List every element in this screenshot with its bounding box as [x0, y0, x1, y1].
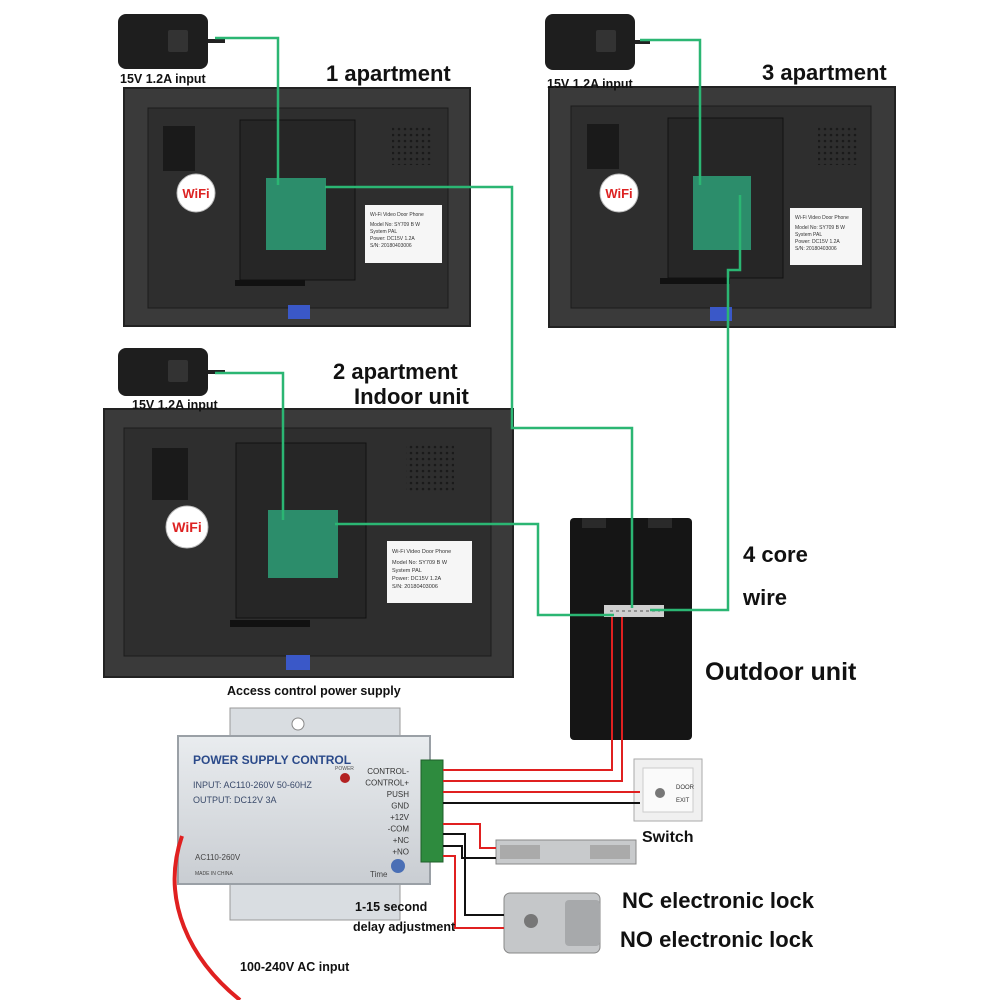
terminal-label: -COM: [388, 825, 410, 834]
power-adapter-3: [545, 14, 650, 70]
wire-com: [443, 833, 504, 916]
sticker-text: S/N: 20180403006: [370, 243, 412, 249]
outdoor-unit-label: Outdoor unit: [705, 658, 857, 686]
sticker-text: System PAL: [795, 232, 822, 238]
wire-ac-input: [172, 835, 242, 1000]
sticker-text: Power: DC15V 1.2A: [795, 239, 840, 245]
indoor-monitor-2: WiFi Wi-Fi Video Door Phone Model No: SY…: [103, 408, 514, 678]
sticker-text: Model No: SY709 B W: [392, 560, 448, 566]
ps-ac-label: AC110-260V: [195, 853, 241, 862]
sticker-text: Model No: SY709 B W: [370, 222, 420, 228]
sticker-text: S/N: 20180403006: [795, 246, 837, 252]
switch-label: Switch: [642, 829, 694, 846]
electric-rim-lock: [503, 892, 601, 954]
ps-title: POWER SUPPLY CONTROL: [193, 753, 351, 767]
ps-terminal-labels: CONTROL- CONTROL+ PUSH GND +12V -COM +NC +NO: [365, 767, 409, 857]
outdoor-unit: [570, 518, 692, 740]
wire-no: [443, 855, 504, 929]
ps-power-led-label: POWER: [335, 766, 354, 772]
exit-switch: [633, 758, 703, 822]
wire-control-minus: [443, 617, 613, 771]
signal-wires: [215, 36, 742, 617]
ps-made-in: MADE IN CHINA: [195, 871, 233, 877]
delay-label-line2: delay adjustment: [353, 920, 456, 934]
access-power-label: Access control power supply: [227, 684, 401, 698]
ps-time-label: Time: [370, 870, 388, 879]
wire-power-1: [215, 36, 280, 185]
terminal-label: PUSH: [387, 790, 409, 799]
power-supply-box: [177, 707, 444, 921]
magnetic-lock: [495, 839, 637, 865]
terminal-label: CONTROL+: [365, 779, 409, 788]
power-adapter-2: [118, 348, 225, 396]
apartment-2-label: 2 apartment: [333, 359, 458, 384]
adapter-input-label-3: 15V 1.2A input: [547, 77, 633, 91]
sticker-text: Power: DC15V 1.2A: [392, 576, 442, 582]
sticker-text: System PAL: [370, 229, 397, 235]
core-wire-label-line2: wire: [743, 585, 788, 610]
delay-label-line1: 1-15 second: [355, 900, 428, 914]
wire-control-plus: [443, 617, 623, 782]
wire-power-3: [640, 38, 702, 185]
indoor-monitor-3: WiFi Wi-Fi Video Door Phone Model No: SY…: [548, 86, 896, 328]
wire-monitor-2: [335, 522, 614, 617]
ps-input: INPUT: AC110-260V 50-60HZ: [193, 780, 312, 790]
indoor-unit-label: Indoor unit: [354, 384, 469, 409]
wire-power-2: [215, 371, 285, 520]
sticker-text: Model No: SY709 B W: [795, 225, 845, 231]
apartment-1-label: 1 apartment: [326, 61, 451, 86]
wire-nc: [443, 845, 496, 859]
wire-12v: [443, 823, 496, 849]
terminal-label: +12V: [390, 813, 410, 822]
terminal-label: +NC: [393, 836, 409, 845]
sticker-text: Wi-Fi Video Door Phone: [795, 215, 849, 221]
terminal-label: GND: [391, 802, 409, 811]
nc-lock-label: NC electronic lock: [622, 888, 814, 913]
indoor-monitor-1: WiFi Wi-Fi Video Door Phone Model No: SY…: [123, 87, 471, 327]
sticker-text: S/N: 20180403006: [392, 584, 438, 590]
sticker-text: Power: DC15V 1.2A: [370, 236, 415, 242]
terminal-label: CONTROL-: [367, 767, 409, 776]
sticker-text: Wi-Fi Video Door Phone: [370, 212, 424, 218]
exit-switch-door: DOOR: [676, 785, 695, 791]
no-lock-label: NO electronic lock: [620, 927, 814, 952]
wifi-logo-3: WiFi: [605, 186, 632, 201]
terminal-label: +NO: [392, 848, 409, 857]
wire-monitor-1: [325, 185, 634, 608]
ps-output: OUTPUT: DC12V 3A: [193, 795, 277, 805]
power-wires: [172, 617, 640, 1000]
exit-switch-exit: EXIT: [676, 798, 690, 804]
apartment-3-label: 3 apartment: [762, 60, 887, 85]
adapter-input-label-1: 15V 1.2A input: [120, 72, 206, 86]
wifi-logo-1: WiFi: [182, 186, 209, 201]
sticker-text: Wi-Fi Video Door Phone: [392, 549, 451, 555]
core-wire-label-line1: 4 core: [743, 542, 808, 567]
ac-input-label: 100-240V AC input: [240, 960, 350, 974]
adapter-input-label-2: 15V 1.2A input: [132, 398, 218, 412]
wifi-logo-2: WiFi: [172, 519, 201, 535]
wire-monitor-3: [650, 195, 742, 612]
power-adapter-1: [118, 14, 225, 69]
sticker-text: System PAL: [392, 568, 422, 574]
